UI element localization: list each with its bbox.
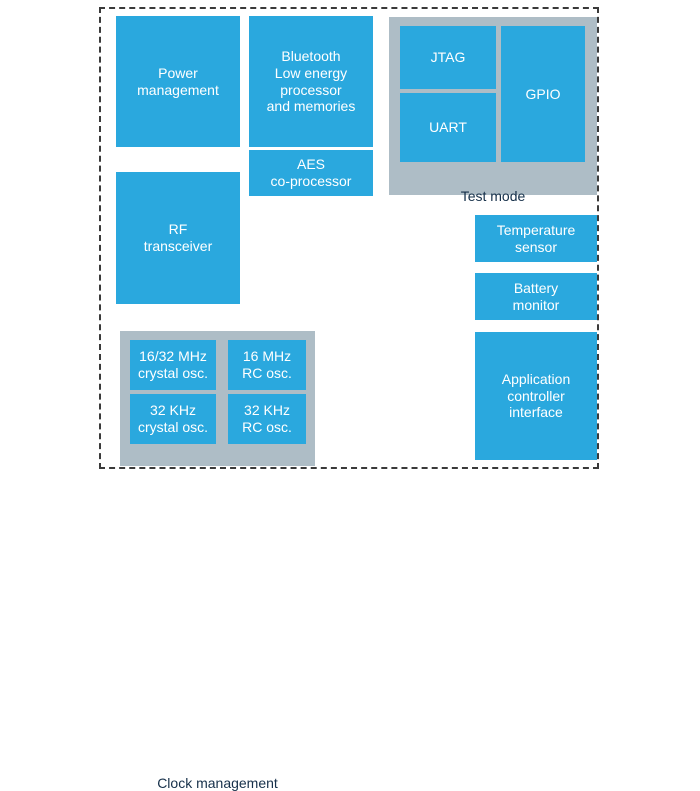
block-battery-monitor: Battery monitor <box>475 273 597 320</box>
block-rf-transceiver: RF transceiver <box>116 172 240 304</box>
block-32-khz-crystal-oscillator: 32 KHz crystal osc. <box>130 394 216 444</box>
block-aes-co-processor: AES co-processor <box>249 150 373 196</box>
block-power-management: Power management <box>116 16 240 147</box>
chip-boundary-dashed-outline <box>99 7 599 469</box>
group-label-test-mode: Test mode <box>460 188 526 204</box>
block-jtag: JTAG <box>400 26 496 89</box>
block-32-khz-rc-oscillator: 32 KHz RC osc. <box>228 394 306 444</box>
block-temperature-sensor: Temperature sensor <box>475 215 597 262</box>
group-label-clock-management: Clock management <box>157 775 278 791</box>
block-gpio: GPIO <box>501 26 585 162</box>
block-16-mhz-rc-oscillator: 16 MHz RC osc. <box>228 340 306 390</box>
block-application-controller-interface: Application controller interface <box>475 332 597 460</box>
block-diagram: Power management Bluetooth Low energy pr… <box>99 7 599 791</box>
block-uart: UART <box>400 93 496 162</box>
block-bluetooth-low-energy-processor-and-memories: Bluetooth Low energy processor and memor… <box>249 16 373 147</box>
block-16-32-mhz-crystal-oscillator: 16/32 MHz crystal osc. <box>130 340 216 390</box>
